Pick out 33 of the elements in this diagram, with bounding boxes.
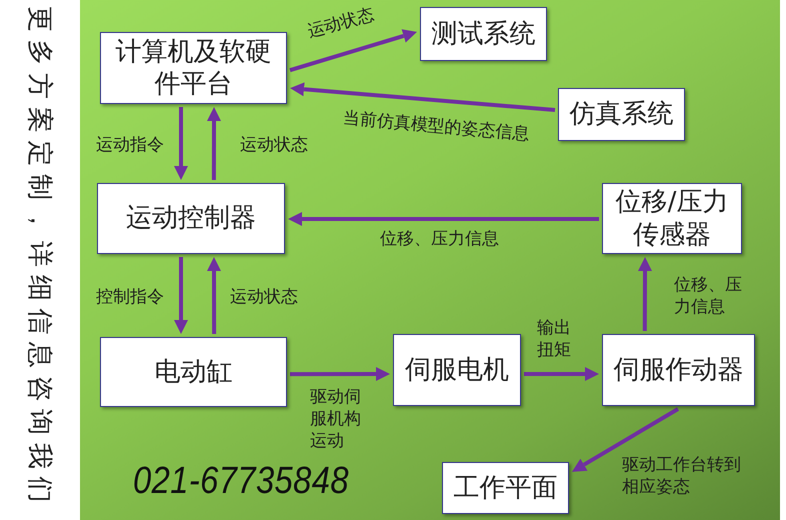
vertical-caption: 更多方案定制，详细信息咨询我们 — [24, 6, 56, 510]
process-box: 计算机及软硬件平台 — [100, 32, 287, 104]
process-box: 电动缸 — [100, 337, 287, 407]
arrow — [638, 257, 652, 331]
arrow — [288, 212, 599, 226]
arrow — [207, 257, 221, 334]
arrow — [207, 107, 221, 180]
arrow — [174, 107, 188, 180]
edge-label: 运动状态 — [240, 134, 309, 156]
process-box: 运动控制器 — [97, 183, 285, 254]
process-box: 位移/压力传感器 — [602, 183, 742, 254]
edge-label: 位移、压力信息 — [380, 228, 500, 250]
arrow — [174, 257, 188, 334]
edge-label: 控制指令 — [96, 286, 165, 308]
process-box: 仿真系统 — [558, 88, 685, 141]
edge-label: 位移、压力信息 — [674, 274, 743, 318]
edge-label: 当前仿真模型的姿态信息 — [342, 107, 530, 146]
edge-label: 运动状态 — [305, 4, 377, 43]
phone-number: 021-67735848 — [133, 461, 349, 503]
edge-label: 驱动工作台转到相应姿态 — [622, 454, 742, 498]
process-box: 伺服电机 — [393, 334, 521, 406]
arrow — [572, 407, 680, 472]
process-box: 工作平面 — [442, 462, 569, 514]
edge-label: 运动状态 — [230, 286, 299, 308]
edge-label: 输出扭矩 — [537, 317, 572, 362]
edge-label: 驱动伺服机构运动 — [310, 386, 362, 452]
arrow — [290, 367, 390, 381]
process-box: 伺服作动器 — [602, 334, 755, 406]
edge-label: 运动指令 — [96, 134, 165, 156]
arrow — [289, 29, 417, 72]
arrow — [290, 82, 556, 112]
process-box: 测试系统 — [420, 7, 547, 61]
arrow — [524, 367, 599, 381]
